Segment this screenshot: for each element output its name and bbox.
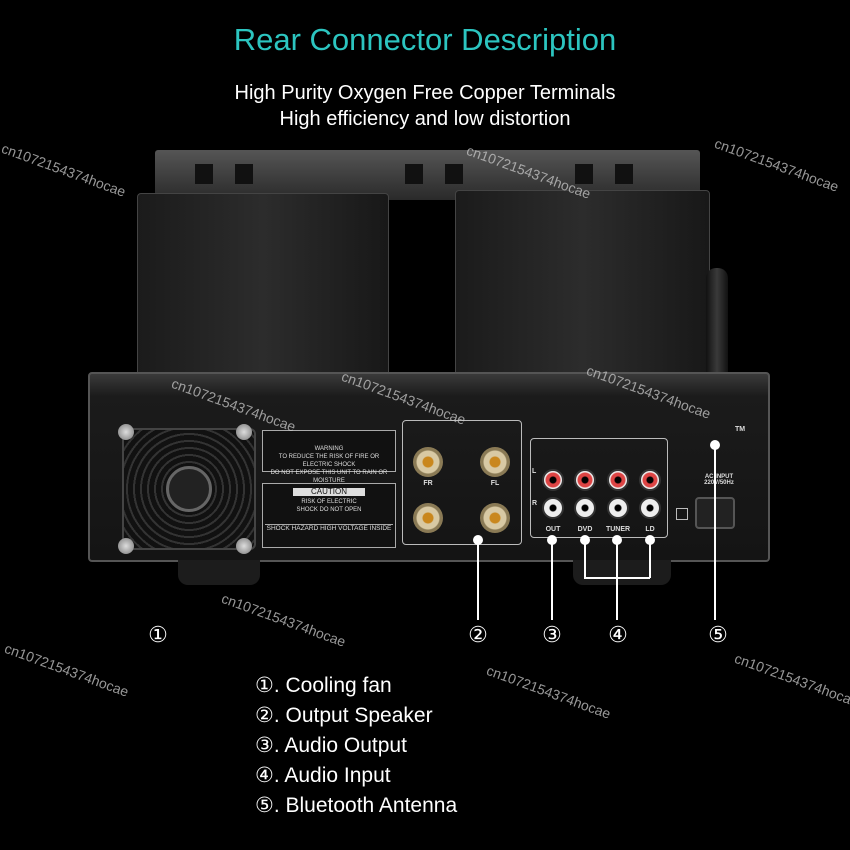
legend-item: ②. Output Speaker — [255, 704, 433, 727]
label-fl: FL — [490, 480, 500, 487]
optical-port[interactable] — [676, 508, 688, 520]
watermark: cn1072154374hocae — [219, 590, 348, 650]
screw-icon — [236, 538, 252, 554]
rca-jack-ld-l[interactable] — [639, 469, 661, 491]
legend-item: ③. Audio Output — [255, 734, 407, 757]
rca-jack-tuner-l[interactable] — [607, 469, 629, 491]
transformer-left — [137, 193, 389, 395]
label-tuner: TUNER — [605, 526, 631, 533]
foot — [178, 560, 260, 585]
subtitle-2: High efficiency and low distortion — [279, 108, 571, 130]
caution-title: CAUTION — [293, 488, 365, 496]
caution-text: RISK OF ELECTRIC SHOCK DO NOT OPEN — [296, 499, 362, 513]
foot — [573, 560, 671, 585]
legend-item: ⑤. Bluetooth Antenna — [255, 794, 458, 817]
rca-jack-tuner-r[interactable] — [607, 497, 629, 519]
watermark: cn1072154374hocae — [484, 662, 613, 722]
transformer-right — [455, 190, 710, 395]
callout-3: ③ — [542, 622, 562, 647]
speaker-binding-post[interactable] — [413, 447, 443, 477]
tm-label: TM — [735, 426, 746, 433]
screw-icon — [118, 538, 134, 554]
legend-item: ④. Audio Input — [255, 764, 391, 787]
warning-label: WARNING TO REDUCE THE RISK OF FIRE OR EL… — [262, 430, 396, 484]
label-l: L — [532, 468, 537, 475]
page-title: Rear Connector Description — [233, 22, 617, 57]
rca-jack-dvd-l[interactable] — [574, 469, 596, 491]
watermark: cn1072154374hocae — [0, 140, 128, 200]
speaker-terminal-box — [402, 420, 522, 545]
watermark: cn1072154374hocae — [712, 135, 841, 195]
watermark: cn1072154374hocae — [2, 640, 131, 700]
callout-5: ⑤ — [708, 622, 728, 647]
caution-label: CAUTION RISK OF ELECTRIC SHOCK DO NOT OP… — [262, 483, 396, 548]
label-out: OUT — [545, 526, 561, 533]
shock-text: SHOCK HAZARD HIGH VOLTAGE INSIDE — [265, 524, 393, 532]
cooling-fan — [122, 428, 256, 550]
rca-jack-out-r[interactable] — [542, 497, 564, 519]
label-r: R — [532, 500, 538, 507]
speaker-binding-post[interactable] — [480, 447, 510, 477]
vented-top-cover — [155, 150, 700, 200]
rca-box — [530, 438, 668, 538]
speaker-binding-post[interactable] — [480, 503, 510, 533]
speaker-binding-post[interactable] — [413, 503, 443, 533]
screw-icon — [236, 424, 252, 440]
watermark: cn1072154374hocae — [732, 650, 850, 710]
legend-item: ①. Cooling fan — [255, 674, 392, 697]
callout-2: ② — [468, 622, 488, 647]
rca-jack-dvd-r[interactable] — [574, 497, 596, 519]
label-fr: FR — [423, 480, 433, 487]
rca-jack-ld-r[interactable] — [639, 497, 661, 519]
label-dvd: DVD — [577, 526, 593, 533]
subtitle-1: High Purity Oxygen Free Copper Terminals — [234, 82, 616, 104]
rca-jack-out-l[interactable] — [542, 469, 564, 491]
label-ld: LD — [645, 526, 655, 533]
ac-input-label: AC INPUT 220V/50Hz — [704, 474, 734, 486]
screw-icon — [118, 424, 134, 440]
callout-4: ④ — [608, 622, 628, 647]
callout-1: ① — [148, 622, 168, 647]
